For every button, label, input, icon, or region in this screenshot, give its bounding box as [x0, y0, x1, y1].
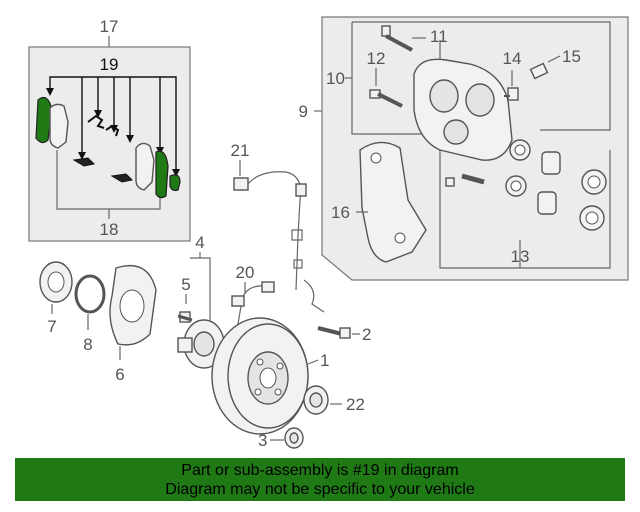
- callout-2: 2: [362, 325, 371, 344]
- callout-18-bracket: [56, 150, 161, 219]
- lug-nut-3: [284, 427, 304, 449]
- callout-20: 20: [236, 263, 255, 282]
- caliper-body: [413, 58, 513, 161]
- info-banner: Part or sub-assembly is #19 in diagram D…: [15, 458, 625, 501]
- brake-pad-right: [135, 142, 155, 191]
- anti-rattle-clip-2: [105, 124, 120, 137]
- callout-1: 1: [320, 351, 329, 370]
- wear-indicator-2: [110, 173, 134, 183]
- callout-14: 14: [503, 49, 522, 68]
- callout-7: 7: [47, 317, 56, 336]
- bleeder-screw-14: [504, 87, 519, 101]
- caliper-seal-kit: [445, 139, 607, 231]
- brake-pad-small-shim: [169, 174, 181, 192]
- wheel-bearing-7: [39, 261, 73, 303]
- dust-shield-6: [109, 264, 157, 346]
- callout-19-bracket: [46, 76, 180, 177]
- anti-rattle-clip: [87, 114, 105, 129]
- brake-pad-left: [49, 103, 69, 149]
- brake-hose-20: [231, 281, 275, 337]
- callout-8: 8: [83, 335, 92, 354]
- callout-9: 9: [299, 102, 308, 121]
- callout-4: 4: [195, 233, 204, 252]
- callout-18: 18: [100, 220, 119, 239]
- bleeder-bolt-12: [369, 89, 403, 108]
- abs-sensor-21: [233, 171, 325, 313]
- hub-nut-22: [303, 385, 329, 415]
- caliper-bolt-2: [317, 326, 351, 339]
- callout-3: 3: [258, 431, 267, 450]
- callout-10: 10: [326, 69, 345, 88]
- hub-bolt-5: [177, 311, 193, 323]
- callout-16: 16: [331, 203, 350, 222]
- parts-diagram: 17 19 18 9 10 13 11: [28, 16, 629, 450]
- snap-ring-8: [74, 274, 106, 314]
- banner-line-2: Diagram may not be specific to your vehi…: [165, 481, 475, 498]
- callout-11: 11: [430, 27, 448, 46]
- brake-rotor-1: [211, 317, 309, 435]
- caliper-assembly-group: 9 10 13 11 12: [299, 16, 629, 281]
- caliper-bracket-16: [359, 141, 427, 263]
- callout-12: 12: [367, 49, 386, 68]
- callout-13: 13: [511, 247, 530, 266]
- dust-cap-15: [529, 62, 549, 80]
- callout-22: 22: [346, 395, 365, 414]
- brake-pad-left-shim: [35, 97, 53, 144]
- callout-17: 17: [100, 17, 119, 36]
- banner-line-1: Part or sub-assembly is #19 in diagram: [181, 462, 459, 479]
- pad-kit-group: 17 19 18: [28, 17, 191, 242]
- callout-21: 21: [231, 141, 250, 160]
- brake-pad-right-shim: [155, 150, 169, 199]
- callout-15: 15: [562, 47, 581, 66]
- callout-5: 5: [181, 275, 190, 294]
- callout-19: 19: [100, 55, 119, 74]
- wear-indicator: [72, 157, 96, 167]
- guide-pin-bolt-11: [381, 25, 413, 52]
- callout-6: 6: [115, 365, 124, 384]
